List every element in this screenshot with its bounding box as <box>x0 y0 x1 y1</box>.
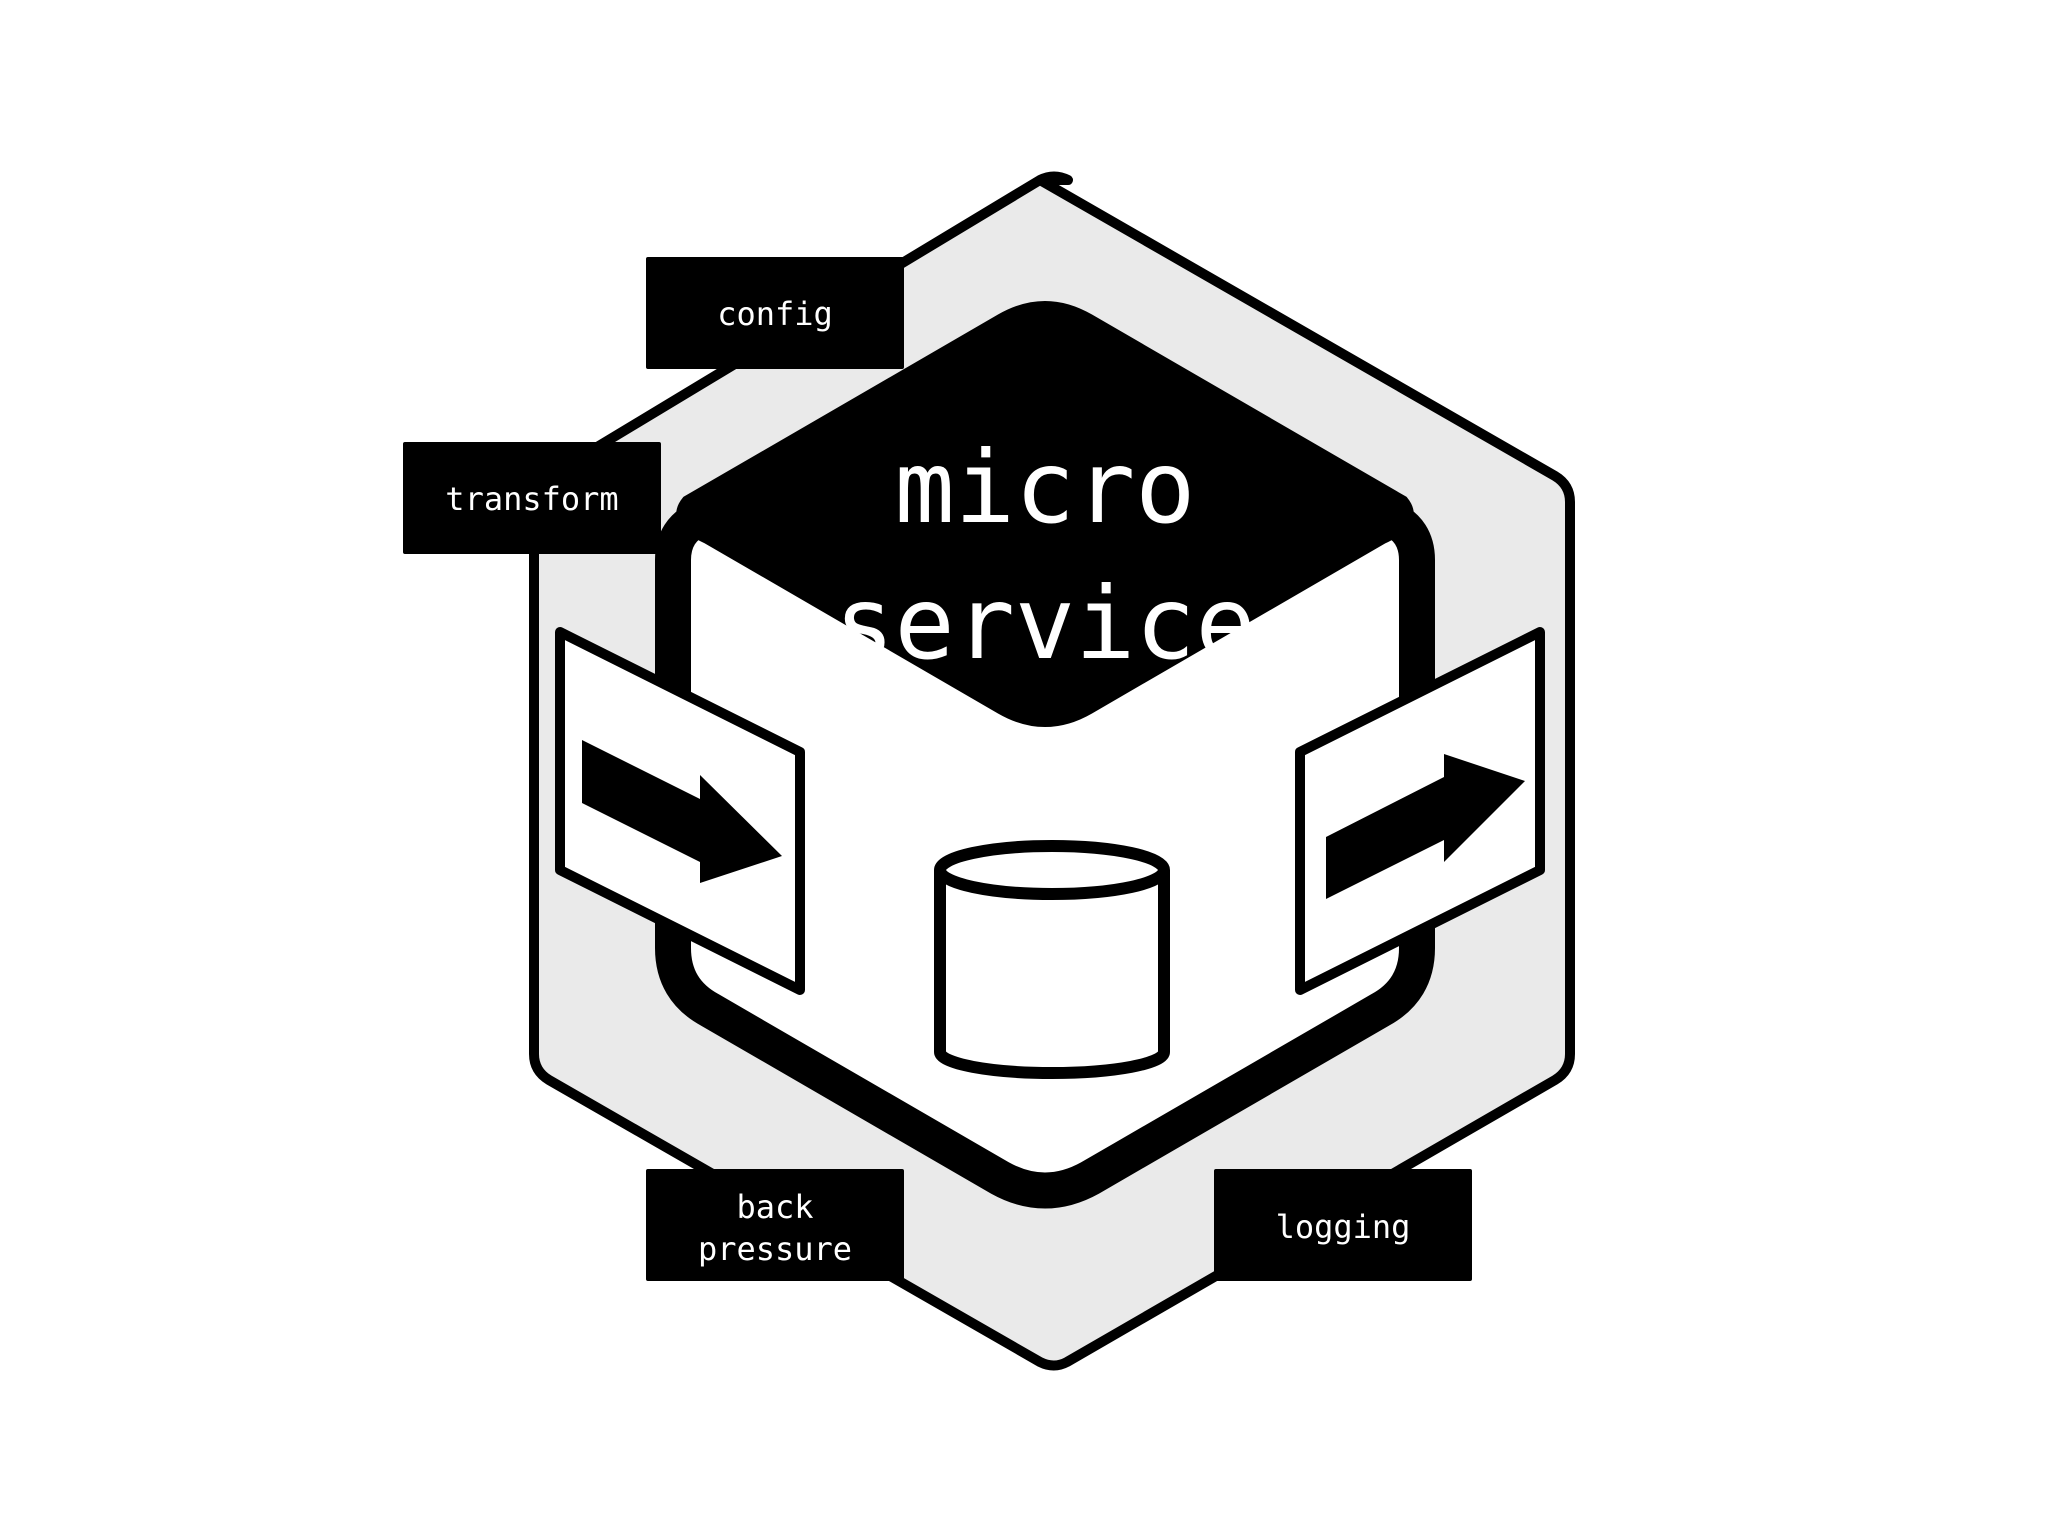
arrow-up-right-icon <box>1326 754 1525 899</box>
database-cylinder-icon <box>934 840 1170 1079</box>
title-line-micro: micro <box>894 429 1195 546</box>
tag-transform-label: transform <box>445 480 618 518</box>
title-rhombus <box>676 301 1414 727</box>
tag-back-pressure: back pressure <box>646 1169 904 1281</box>
tag-back-pressure-line2: pressure <box>698 1230 852 1268</box>
tag-back-pressure-line1: back <box>736 1188 813 1226</box>
tag-config: config <box>646 257 904 369</box>
input-panel <box>555 627 805 995</box>
tag-transform: transform <box>403 442 661 554</box>
arrow-right-icon <box>582 740 782 883</box>
tag-config-label: config <box>717 295 833 333</box>
tag-logging: logging <box>1214 1169 1472 1281</box>
title-line-service: service <box>834 565 1255 682</box>
tag-logging-label: logging <box>1276 1208 1411 1246</box>
output-panel <box>1295 627 1545 995</box>
